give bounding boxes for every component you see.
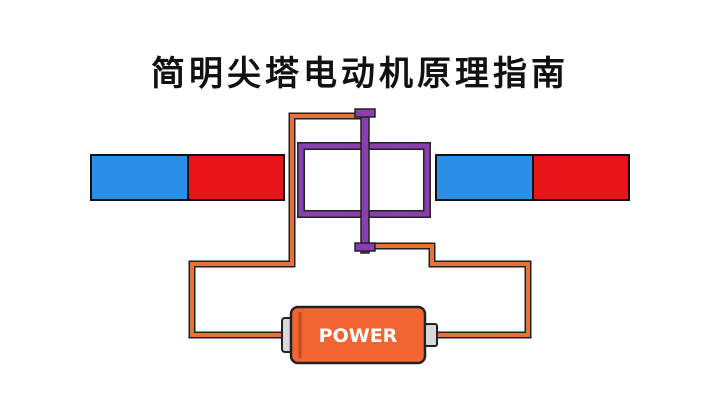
axle-bottom-cap: [354, 242, 376, 252]
right-magnet-red-pole: [532, 154, 630, 201]
axle-top-cap: [354, 108, 376, 118]
left-magnet-red-pole: [187, 154, 285, 201]
left-magnet: [90, 154, 285, 201]
left-magnet-blue-pole: [90, 154, 189, 201]
wire-left: [188, 112, 362, 339]
diagram-title: 简明尖塔电动机原理指南: [151, 54, 569, 94]
right-magnet: [435, 154, 630, 201]
battery: POWER: [281, 305, 438, 365]
battery-label: POWER: [319, 325, 398, 347]
coil-axle: [360, 109, 370, 254]
wire-right: [362, 242, 532, 339]
battery-positive-terminal: [424, 323, 438, 347]
coil-rotor: [297, 108, 431, 254]
right-magnet-blue-pole: [435, 154, 534, 201]
